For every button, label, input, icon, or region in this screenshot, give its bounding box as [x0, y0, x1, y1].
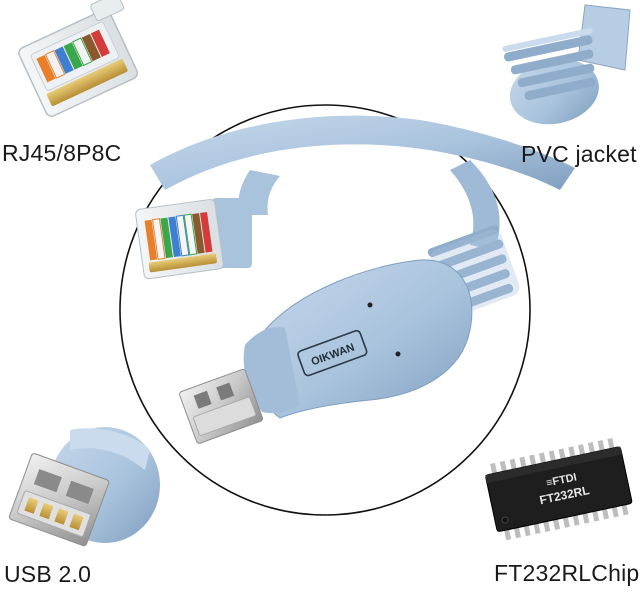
label-pvc-jacket: PVC jacket — [521, 141, 637, 167]
usb-a-plug — [179, 368, 263, 444]
label-usb: USB 2.0 — [4, 561, 92, 587]
pvc-jacket-thumbnail — [502, 4, 631, 125]
label-rj45: RJ45/8P8C — [2, 140, 122, 166]
label-chip: FT232RLChip — [494, 560, 640, 586]
rj45-connector-thumbnail — [18, 0, 139, 117]
ft232rl-chip-thumbnail: ≡FTDI FT232RL — [485, 437, 633, 541]
rj45-plug — [135, 198, 252, 280]
usb-plug-thumbnail — [8, 427, 160, 547]
usb-housing: OIKWAN — [243, 259, 473, 419]
